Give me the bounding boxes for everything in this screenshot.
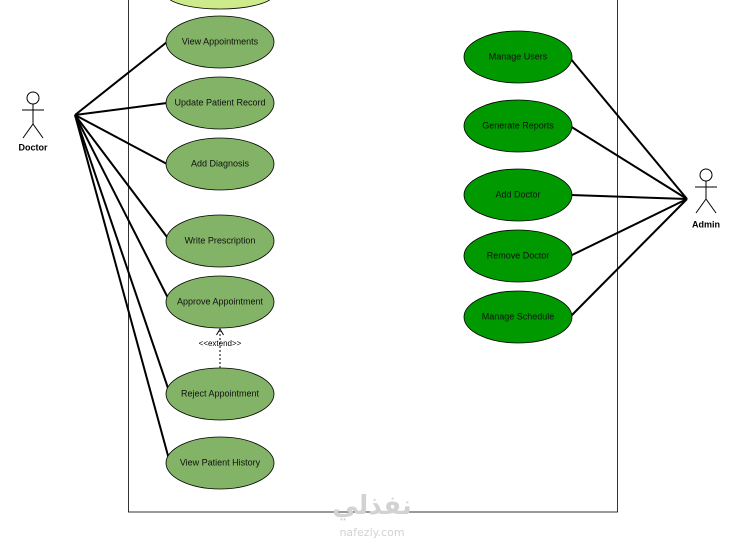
use-case-label: Manage Users — [489, 51, 548, 61]
doctor-associations — [74, 41, 171, 464]
admin-use-case-manage-users[interactable]: Manage Users — [463, 30, 573, 84]
assoc-doctor-view-patient-history — [74, 114, 171, 464]
admin-use-case-manage-schedule[interactable]: Manage Schedule — [463, 290, 573, 344]
use-case-label: Remove Doctor — [487, 250, 550, 260]
doctor-use-case-view-appointments[interactable]: View Appointments — [165, 15, 275, 69]
admin-use-case-add-doctor[interactable]: Add Doctor — [463, 168, 573, 222]
actor-head-icon — [699, 168, 713, 182]
system-boundary — [128, 0, 618, 513]
use-case-label: Reject Appointment — [181, 388, 260, 398]
assoc-doctor-add-diagnosis — [74, 114, 168, 165]
assoc-admin-generate-reports — [569, 125, 688, 200]
use-case-label: Add Diagnosis — [191, 158, 250, 168]
admin-use-case-generate-reports[interactable]: Generate Reports — [463, 99, 573, 153]
watermark: نفذلي nafezly.com — [332, 491, 412, 539]
assoc-doctor-view-appointments — [74, 41, 168, 116]
assoc-admin-manage-schedule — [569, 198, 688, 318]
assoc-doctor-write-prescription — [74, 114, 171, 242]
actor-head-icon — [26, 91, 40, 105]
use-case-label: Generate Reports — [482, 120, 554, 130]
assoc-admin-remove-doctor — [569, 198, 688, 257]
admin-use-case-remove-doctor[interactable]: Remove Doctor — [463, 229, 573, 283]
actor-doctor-label: Doctor — [19, 142, 48, 152]
admin-associations — [569, 57, 688, 318]
actor-admin-label: Admin — [692, 219, 720, 229]
actor-doctor[interactable] — [22, 91, 44, 139]
assoc-admin-add-doctor — [570, 194, 688, 200]
doctor-use-case-update-patient-record[interactable]: Update Patient Record — [165, 76, 275, 130]
use-case-label: View Appointments — [182, 36, 259, 46]
use-case-cropped-top[interactable] — [166, 0, 274, 10]
use-case-label: Manage Schedule — [482, 311, 555, 321]
assoc-doctor-update-patient-record — [74, 102, 168, 116]
use-case-label: View Patient History — [180, 457, 261, 467]
use-case-label: Update Patient Record — [174, 97, 265, 107]
doctor-use-case-add-diagnosis[interactable]: Add Diagnosis — [165, 137, 275, 191]
assoc-doctor-approve-appointment — [74, 114, 171, 303]
assoc-admin-manage-users — [569, 57, 688, 200]
use-case-label: Add Doctor — [495, 189, 540, 199]
actor-admin[interactable] — [695, 168, 717, 214]
doctor-use-case-reject-appointment[interactable]: Reject Appointment — [165, 367, 275, 421]
doctor-use-case-write-prescription[interactable]: Write Prescription — [165, 214, 275, 268]
use-case-label: Write Prescription — [185, 235, 256, 245]
doctor-use-case-view-patient-history[interactable]: View Patient History — [165, 436, 275, 490]
use-case-label: Approve Appointment — [177, 296, 264, 306]
extend-label: <<extend>> — [199, 339, 242, 348]
extend-arrow-head — [216, 328, 224, 336]
watermark-arabic: نفذلي — [332, 491, 412, 521]
assoc-doctor-reject-appointment — [74, 114, 171, 395]
watermark-url: nafezly.com — [339, 526, 404, 539]
doctor-use-case-approve-appointment[interactable]: Approve Appointment — [165, 275, 275, 329]
